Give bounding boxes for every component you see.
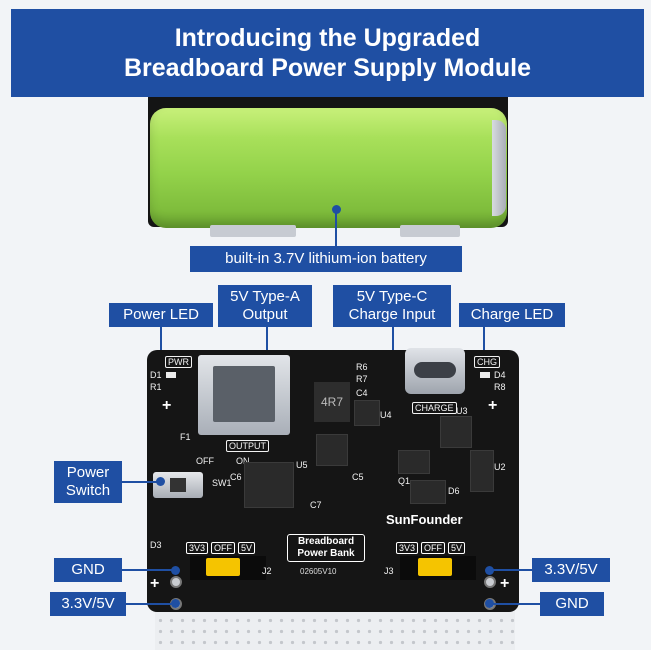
gnd-right-line [492, 603, 540, 605]
usb-a-port-slot [213, 366, 275, 422]
pin-vout-right [484, 576, 496, 588]
power-led-line [160, 327, 162, 355]
vout-right-line [492, 569, 532, 571]
pwr-silk: PWR [165, 356, 192, 368]
vout-left-dot [171, 599, 180, 608]
header-pins-right [400, 225, 460, 237]
d3-silk: D3 [150, 540, 162, 550]
gnd-left-line [122, 569, 174, 571]
regulator-u5 [244, 462, 294, 508]
c4-silk: C4 [356, 388, 368, 398]
off-silk: OFF [196, 456, 214, 466]
transistor-q1 [398, 450, 430, 474]
on-silk: ON [236, 456, 250, 466]
vout-right-label: 3.3V/5V [532, 558, 610, 582]
vout-left-line [126, 603, 174, 605]
pcb-plus-top-left: + [162, 397, 172, 414]
charge-led-label: Charge LED [459, 303, 565, 327]
u2-silk: U2 [494, 462, 506, 472]
power-bank-silk: Breadboard Power Bank [287, 534, 365, 562]
header-pins-left [210, 225, 296, 237]
gnd-right-dot [485, 599, 494, 608]
chg-silk: CHG [474, 356, 500, 368]
usb-a-line [266, 327, 268, 367]
power-led-label: Power LED [109, 303, 213, 327]
battery-terminal-cap [492, 120, 506, 216]
power-switch-line [122, 481, 158, 483]
q1-silk: Q1 [398, 476, 411, 486]
charge-silk: CHARGE [412, 402, 457, 414]
u5-silk: U5 [296, 460, 308, 470]
lithium-battery-cell [150, 108, 507, 228]
c6-silk: C6 [230, 472, 242, 482]
jumper-j3-cap[interactable] [418, 558, 452, 576]
output-silk: OUTPUT [226, 440, 269, 452]
usb-c-port-slot [414, 362, 456, 378]
vout-right-dot [485, 566, 494, 575]
power-led [166, 372, 176, 378]
usb-c-line [392, 327, 394, 355]
title-line-1: Introducing the Upgraded [174, 24, 481, 52]
r8-silk: R8 [494, 382, 506, 392]
d1-silk: D1 [150, 370, 162, 380]
f1-silk: F1 [180, 432, 191, 442]
sw1-silk: SW1 [212, 478, 232, 488]
power-switch-knob[interactable] [170, 478, 186, 492]
gnd-left-dot [171, 566, 180, 575]
page-title: Introducing the Upgraded Breadboard Powe… [11, 9, 644, 97]
usb-c-charge-label: 5V Type-C Charge Input [333, 285, 451, 327]
gnd-left-label: GND [54, 558, 122, 582]
board-code: 02605V10 [300, 567, 337, 576]
r7-silk: R7 [356, 374, 368, 384]
d6-silk: D6 [448, 486, 460, 496]
vout-left-label: 3.3V/5V [50, 592, 126, 616]
diode-d6 [410, 480, 446, 504]
c5-silk: C5 [352, 472, 364, 482]
charge-led [480, 372, 490, 378]
u4-silk: U4 [380, 410, 392, 420]
chip-u4 [354, 400, 380, 426]
power-switch-label: Power Switch [54, 461, 122, 503]
battery-callout-line [335, 212, 337, 246]
pin-gnd-left [170, 576, 182, 588]
jumper-j2-cap[interactable] [206, 558, 240, 576]
chip-u2 [470, 450, 494, 492]
c7-silk: C7 [310, 500, 322, 510]
capacitor-c5 [316, 434, 348, 466]
j2-silk: J2 [262, 566, 272, 576]
charge-led-line [483, 327, 485, 355]
battery-callout-dot [332, 205, 341, 214]
battery-callout-label: built-in 3.7V lithium-ion battery [190, 246, 462, 272]
r6-silk: R6 [356, 362, 368, 372]
pcb-plus-top-right: + [488, 397, 498, 414]
usb-a-output-label: 5V Type-A Output [218, 285, 312, 327]
inductor: 4R7 [314, 382, 350, 422]
brand-logo-text: SunFounder [386, 512, 463, 527]
pcb-plus-bottom-right: + [500, 575, 510, 592]
u3-silk: U3 [456, 406, 468, 416]
d4-silk: D4 [494, 370, 506, 380]
r1-silk: R1 [150, 382, 162, 392]
gnd-right-label: GND [540, 592, 604, 616]
j3-silk: J3 [384, 566, 394, 576]
title-line-2: Breadboard Power Supply Module [124, 54, 531, 82]
chip-u3 [440, 416, 472, 448]
pcb-plus-bottom-left: + [150, 575, 160, 592]
power-switch-dot [156, 477, 165, 486]
